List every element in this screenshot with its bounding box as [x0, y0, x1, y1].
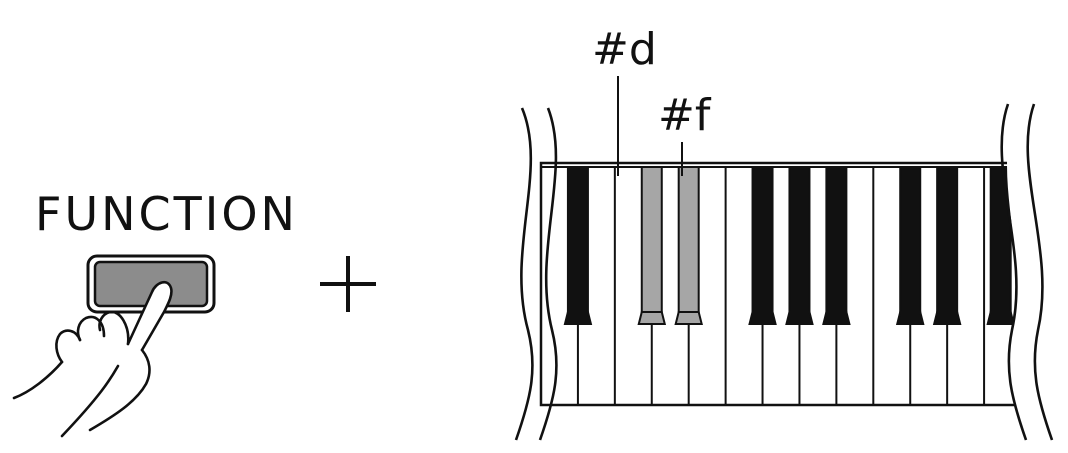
- wave-cut-right: [1000, 103, 1028, 441]
- piano-keyboard: [505, 100, 1068, 453]
- function-button: [86, 254, 216, 314]
- black-key-d-sharp: [640, 166, 663, 313]
- black-key-front: [748, 311, 777, 325]
- black-key-f-sharp: [677, 166, 700, 313]
- function-label: FUNCTION: [35, 187, 298, 241]
- wave-cut-left: [514, 107, 534, 441]
- key-label-d-sharp: #d: [592, 24, 657, 75]
- black-key-front: [563, 311, 593, 325]
- black-key-front: [932, 311, 962, 325]
- black-key: [936, 166, 959, 313]
- black-key: [788, 166, 811, 313]
- black-key-front: [785, 311, 814, 325]
- black-key: [989, 166, 1012, 313]
- black-key: [566, 166, 589, 313]
- black-key-f-sharp-front: [674, 311, 703, 325]
- black-key: [899, 166, 922, 313]
- cut-mask-right: [1007, 100, 1068, 453]
- black-key-front: [986, 311, 1015, 325]
- black-key: [751, 166, 774, 313]
- black-key-front: [895, 311, 925, 325]
- plus-icon: [320, 256, 376, 312]
- black-key-d-sharp-front: [637, 311, 667, 325]
- key-label-f-sharp: #f: [658, 90, 712, 141]
- black-key-front: [822, 311, 851, 325]
- finger-press-icon: [12, 280, 173, 438]
- wave-cut-right: [1026, 103, 1054, 441]
- key-labels: #d #f: [592, 24, 712, 176]
- black-key: [825, 166, 848, 313]
- wave-cut-left: [538, 107, 558, 441]
